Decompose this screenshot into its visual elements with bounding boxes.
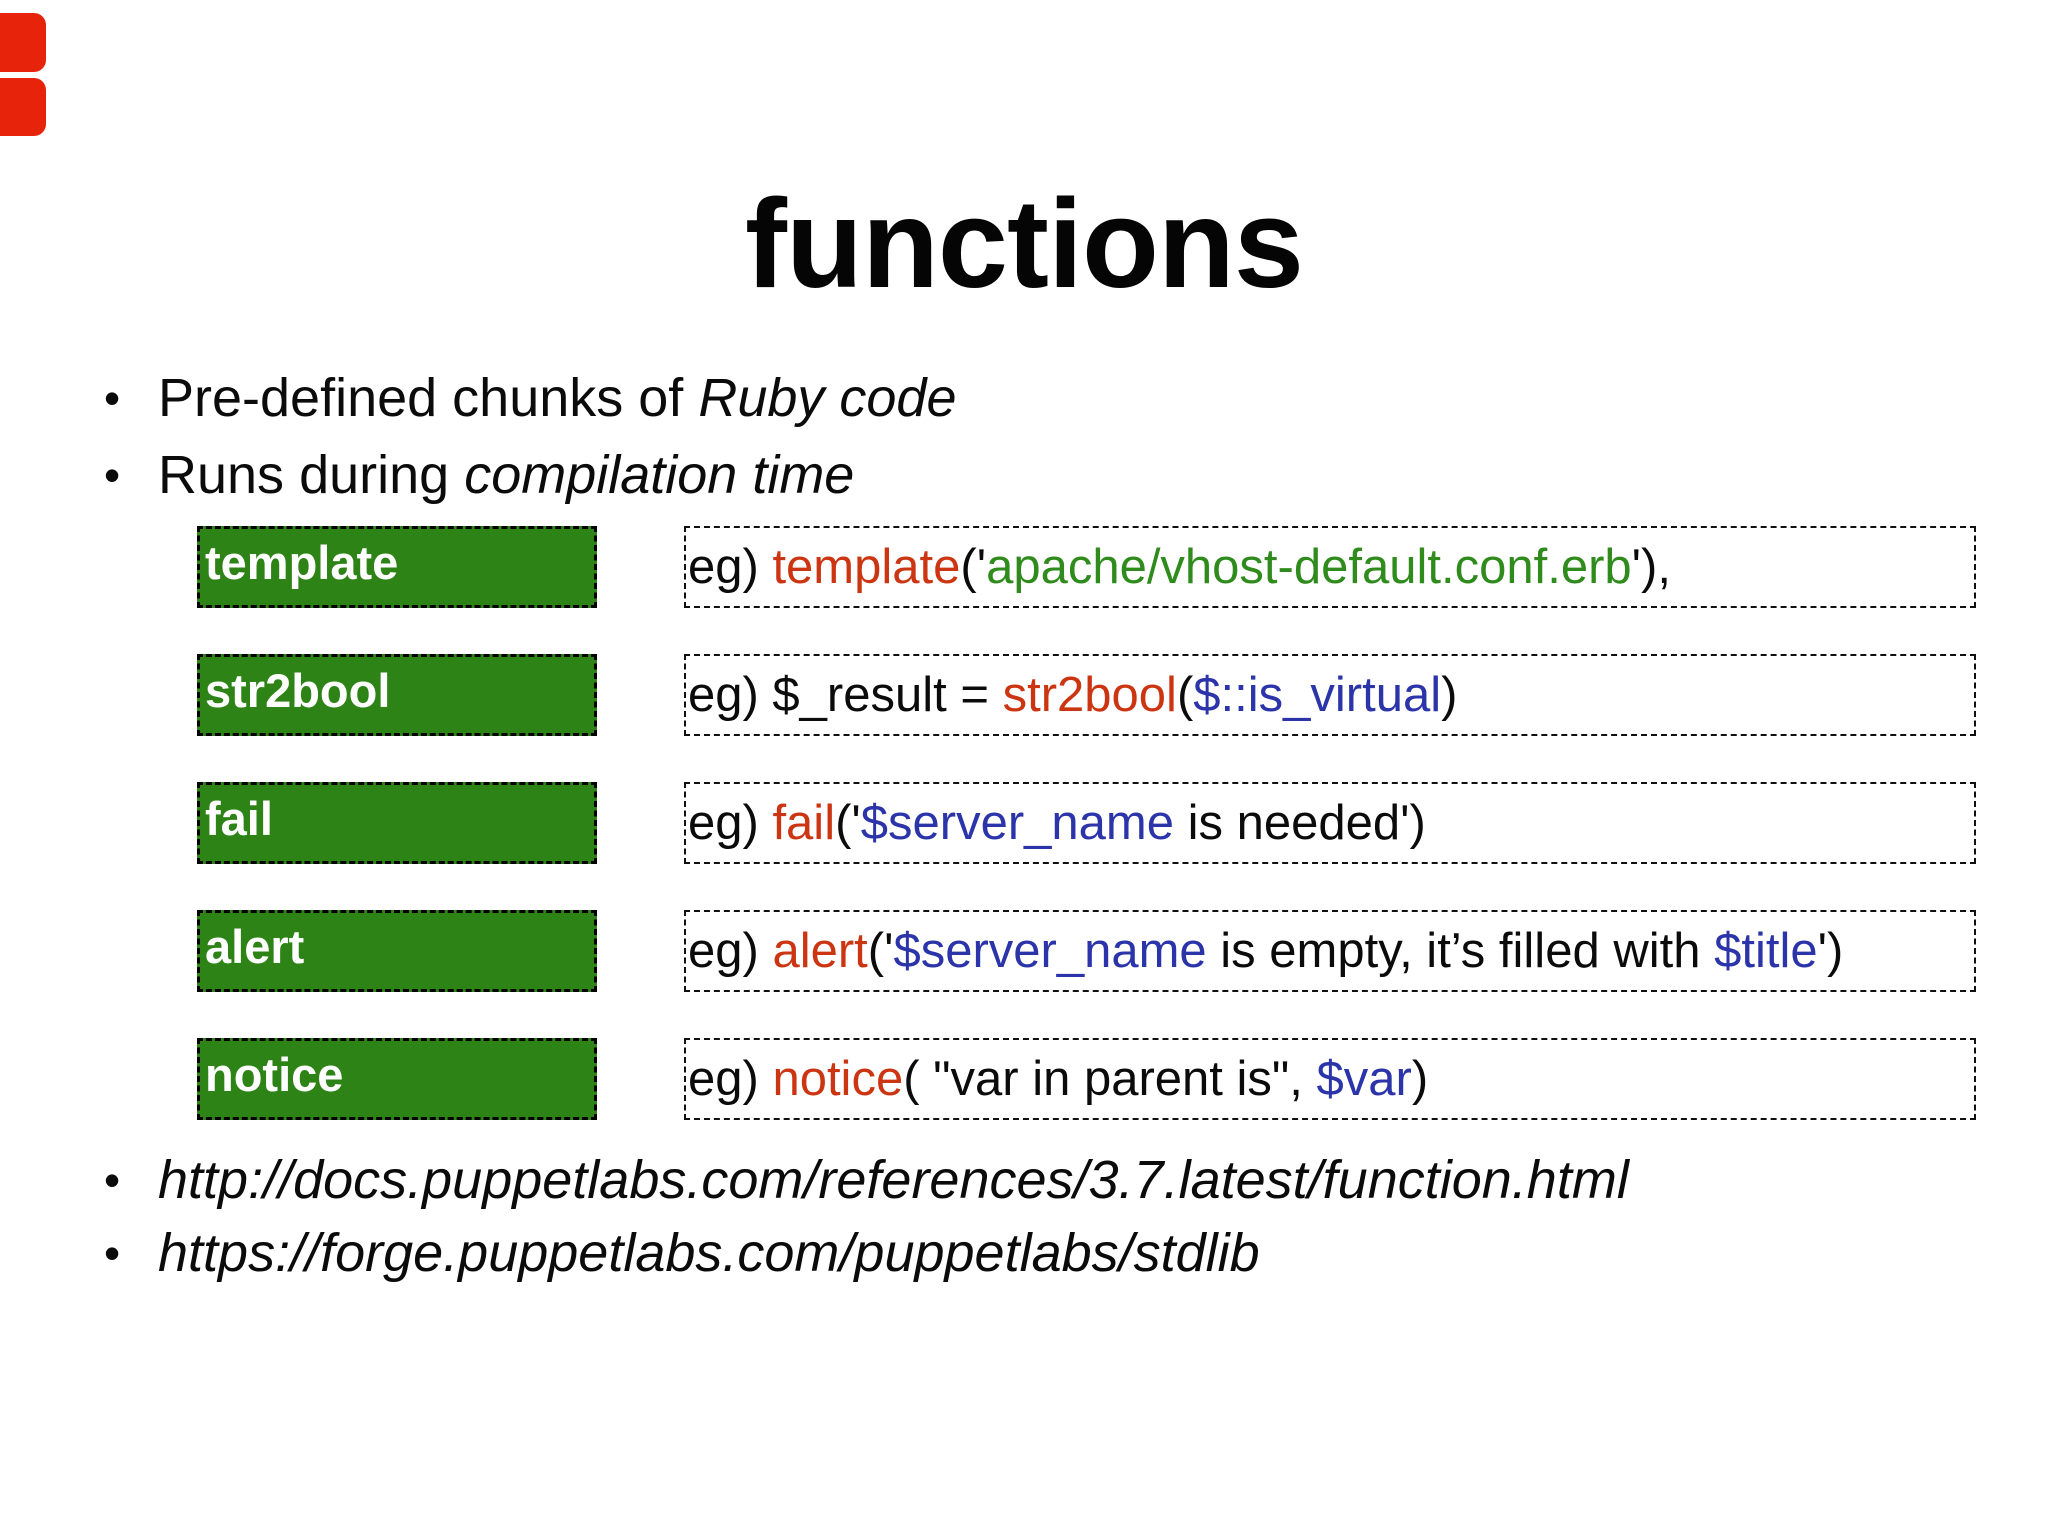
code-segment: notice — [772, 1052, 904, 1106]
function-example-str2bool: eg) $_result = str2bool($::is_virtual) — [684, 654, 1976, 736]
code-segment: (' — [960, 540, 987, 594]
code-segment: $server_name — [860, 796, 1174, 850]
code-segment: $title — [1714, 924, 1818, 978]
code-segment: $::is_virtual — [1193, 668, 1442, 722]
code-segment: eg) — [688, 796, 773, 850]
bullet-list: Pre-defined chunks of Ruby codeRuns duri… — [96, 360, 957, 514]
bullet-item-2: Runs during compilation time — [96, 437, 957, 514]
code-segment: eg) — [688, 540, 773, 594]
bullet-text: Pre-defined chunks of — [158, 368, 699, 428]
function-label-notice: notice — [197, 1038, 597, 1120]
code-segment: is needed') — [1173, 796, 1426, 850]
code-segment: ( — [1176, 668, 1194, 722]
reference-list: http://docs.puppetlabs.com/references/3.… — [96, 1144, 1629, 1290]
red-marker-bar-top — [0, 13, 46, 72]
function-label-template: template — [197, 526, 597, 608]
page-title: functions — [745, 173, 1304, 315]
code-segment: '), — [1631, 540, 1671, 594]
code-segment: $server_name — [893, 924, 1207, 978]
code-segment: (' — [867, 924, 894, 978]
reference-link-1: http://docs.puppetlabs.com/references/3.… — [96, 1144, 1629, 1217]
bullet-item-1: Pre-defined chunks of Ruby code — [96, 360, 957, 437]
bullet-text-italic: compilation time — [464, 445, 855, 505]
code-segment: template — [772, 540, 961, 594]
function-label-alert: alert — [197, 910, 597, 992]
code-segment: is empty, it’s filled with — [1206, 924, 1715, 978]
bullet-text: Runs during — [158, 445, 465, 505]
code-segment: ( "var in parent is", — [903, 1052, 1317, 1106]
code-segment: $var — [1316, 1052, 1412, 1106]
code-segment: str2bool — [1002, 668, 1177, 722]
code-segment: alert — [772, 924, 868, 978]
code-segment: eg) — [688, 924, 773, 978]
code-segment: (' — [835, 796, 861, 850]
code-segment: apache/vhost-default.conf.erb — [986, 540, 1632, 594]
code-segment: eg) $_result = — [688, 668, 1003, 722]
function-label-fail: fail — [197, 782, 597, 864]
function-label-str2bool: str2bool — [197, 654, 597, 736]
code-segment: ') — [1817, 924, 1844, 978]
bullet-text-italic: Ruby code — [698, 368, 957, 428]
code-segment: ) — [1441, 668, 1458, 722]
function-example-template: eg) template('apache/vhost-default.conf.… — [684, 526, 1976, 608]
red-marker-bar-bottom — [0, 78, 46, 136]
function-example-fail: eg) fail('$server_name is needed') — [684, 782, 1976, 864]
reference-link-2: https://forge.puppetlabs.com/puppetlabs/… — [96, 1217, 1629, 1290]
code-segment: eg) — [688, 1052, 773, 1106]
code-segment: fail — [772, 796, 836, 850]
function-example-alert: eg) alert('$server_name is empty, it’s f… — [684, 910, 1976, 992]
code-segment: ) — [1411, 1052, 1429, 1106]
function-example-notice: eg) notice( "var in parent is", $var) — [684, 1038, 1976, 1120]
